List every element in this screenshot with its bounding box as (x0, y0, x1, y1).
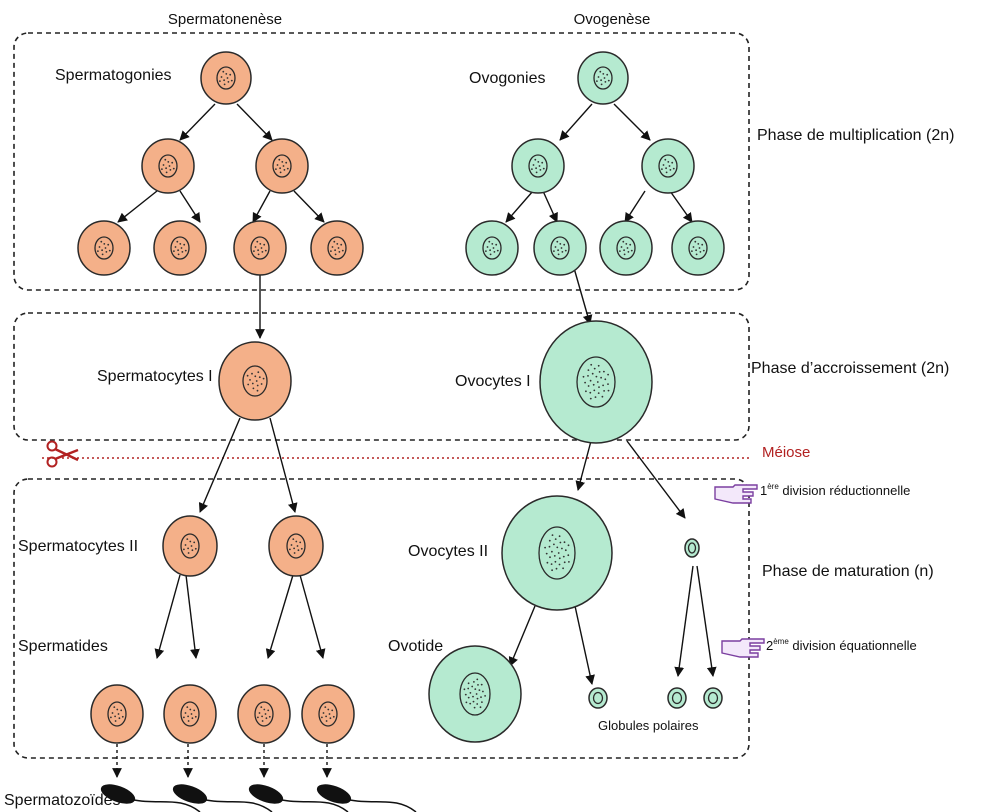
ovocytes2-label: Ovocytes II (408, 543, 488, 560)
phase-multiplication-label: Phase de multiplication (2n) (757, 127, 954, 144)
maturation-phase-box (13, 478, 750, 759)
arrow (573, 267, 593, 325)
arrow (299, 574, 326, 659)
arrow (559, 103, 593, 141)
arrow (508, 605, 536, 667)
arrow (575, 440, 592, 491)
spermatid-cell (163, 684, 217, 744)
polar-globule (703, 687, 723, 709)
spermatogonium-cell (141, 138, 195, 194)
spermatozoon (316, 784, 417, 812)
arrow (185, 574, 200, 659)
spermatogonium-cell (233, 220, 287, 276)
arrow (265, 574, 294, 659)
pointing-hand-icon (721, 638, 765, 658)
spermatogonium-cell (255, 138, 309, 194)
arrow (269, 417, 298, 513)
spermatogonium-cell (310, 220, 364, 276)
spermatocyte2-cell (162, 515, 218, 577)
ovotide-cell (428, 645, 522, 743)
spermatozoon (172, 784, 273, 812)
ovogonium-cell (465, 220, 519, 276)
arrow (613, 103, 651, 141)
spermatides-label: Spermatides (18, 638, 108, 655)
spermatocytes1-label: Spermatocytes I (97, 368, 213, 385)
arrow (236, 103, 273, 141)
pointing-hand-icon (714, 484, 758, 504)
spermatogonium-cell (200, 51, 252, 105)
accroissement-phase-box (13, 312, 750, 441)
spermatocytes2-label: Spermatocytes II (18, 538, 138, 555)
ovogonium-cell (671, 220, 725, 276)
ovogonium-cell (599, 220, 653, 276)
ovogonium-cell (577, 51, 629, 105)
spermatocyte2-cell (268, 515, 324, 577)
ovocyte1-cell (539, 320, 653, 444)
second-division-label: 2ème division équationnelle (766, 637, 917, 653)
lineage-arrows (117, 103, 717, 685)
ovocyte2-cell (501, 495, 613, 611)
spermatozoa-arrows (112, 744, 332, 778)
arrow (574, 605, 595, 685)
arrow (626, 440, 686, 519)
scissors-icon (46, 440, 79, 468)
spermatogonies-label: Spermatogonies (55, 67, 172, 84)
ovogonies-label: Ovogonies (469, 70, 546, 87)
first-division-label: 1ère division réductionnelle (760, 482, 910, 498)
arrow (669, 190, 693, 223)
cells-layer (77, 51, 725, 744)
polar-globule (684, 538, 700, 558)
arrow (198, 417, 241, 513)
spermatogonium-cell (77, 220, 131, 276)
arrow (624, 190, 646, 223)
arrow (505, 190, 534, 223)
spermatid-cell (90, 684, 144, 744)
polar-globule (667, 687, 687, 709)
ovogenesis-header: Ovogenèse (574, 11, 651, 28)
polar-globule (588, 687, 608, 709)
arrow (179, 190, 201, 223)
spermatogonium-cell (153, 220, 207, 276)
ovocytes1-label: Ovocytes I (455, 373, 531, 390)
spermatid-cell (237, 684, 291, 744)
spermatozoa (100, 784, 417, 812)
arrow (179, 103, 216, 141)
arrow (293, 190, 325, 223)
spermatozoon (248, 784, 349, 812)
spermatozoides-label: Spermatozoïdes (4, 792, 121, 809)
phase-maturation-label: Phase de maturation (n) (762, 563, 934, 580)
multiplication-phase-box (13, 32, 750, 291)
phase-accroissement-label: Phase d’accroissement (2n) (751, 360, 949, 377)
ovogonium-cell (533, 220, 587, 276)
spermatozoon (100, 784, 201, 812)
arrow (252, 190, 271, 223)
arrow (117, 190, 158, 223)
arrow (154, 574, 181, 659)
arrow (674, 565, 694, 677)
ovogonium-cell (511, 138, 565, 194)
meiose-label: Méiose (762, 444, 810, 461)
arrow (696, 565, 717, 677)
ovotide-label: Ovotide (388, 638, 443, 655)
ovogonium-cell (641, 138, 695, 194)
globules-polaires-label: Globules polaires (598, 718, 699, 733)
arrow (542, 190, 558, 223)
spermatogenesis-header: Spermatonenèse (168, 11, 282, 28)
spermatocyte1-cell (218, 341, 292, 421)
spermatid-cell (301, 684, 355, 744)
